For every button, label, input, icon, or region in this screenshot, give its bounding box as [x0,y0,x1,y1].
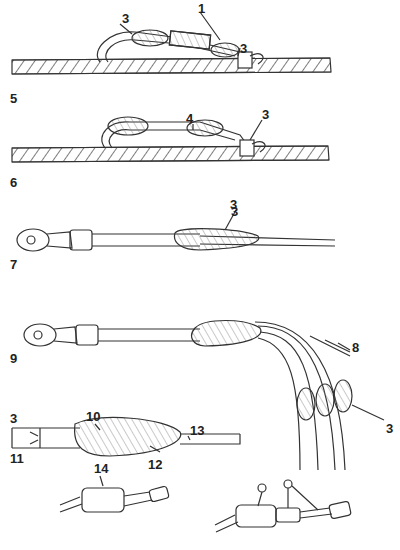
connector-right [215,480,351,532]
callout-number: 10 [86,410,100,423]
callout-number: 3 [386,422,393,435]
callout-number: 9 [10,352,17,365]
callout-number: 3 [122,12,129,25]
cable-assembly-2 [12,117,329,162]
callout-number: 14 [94,462,108,475]
cable-assembly-1 [12,12,331,74]
callout-number: 5 [10,92,17,105]
callout-number: 13 [190,424,204,437]
callout-number: 8 [352,341,359,354]
connector-14 [60,476,169,512]
callout-number: 3 [10,412,17,425]
callout-number: 1 [198,2,205,15]
callout-number: 4 [186,112,193,125]
splice-detail [12,418,240,456]
callout-number: 3 [262,108,269,121]
terminal-lead-7 [17,210,335,251]
callout-number: 6 [10,176,17,189]
callout-number: 12 [148,458,162,471]
callout-number: 11 [10,452,24,465]
callout-number: 3 [231,205,238,218]
callout-number: 7 [10,258,17,271]
callout-number: 3 [240,42,247,55]
